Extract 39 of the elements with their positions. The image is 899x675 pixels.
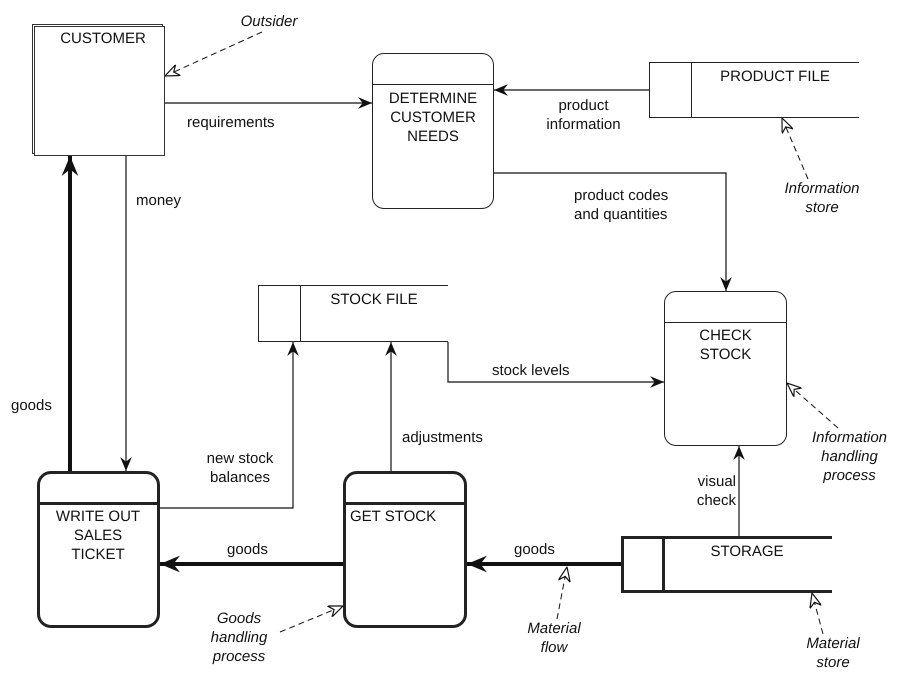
node-label: PRODUCT FILE	[719, 67, 831, 86]
annotation-text: Information store	[772, 179, 872, 219]
storage-box	[621, 536, 832, 593]
leader-line	[556, 566, 571, 620]
process-box	[372, 53, 494, 209]
process-box	[343, 471, 467, 628]
process-box	[664, 291, 787, 446]
arrow	[120, 156, 132, 471]
node-label: STORAGE	[709, 542, 785, 561]
node-label: CHECK STOCK	[698, 326, 753, 364]
node-label: STOCK FILE	[329, 290, 419, 309]
data-store-box	[258, 285, 448, 342]
arrow	[160, 342, 299, 509]
annotation-text: Material flow	[514, 619, 594, 659]
leader-line	[280, 605, 344, 632]
leader-line	[809, 592, 824, 634]
annotation-text: Material store	[790, 634, 876, 674]
process-box	[37, 471, 160, 628]
arrow	[733, 446, 745, 536]
thick-arrow	[467, 556, 621, 572]
arrow	[165, 97, 372, 109]
external-entity-box	[32, 24, 165, 156]
data-store-box	[649, 62, 859, 118]
node-label: GET STOCK	[350, 507, 438, 526]
thick-arrow	[160, 556, 343, 572]
annotation-text: Outsider	[230, 12, 308, 32]
node-label: CUSTOMER	[59, 29, 147, 48]
arrow	[494, 84, 649, 96]
arrow	[494, 172, 732, 291]
leader-line	[786, 382, 838, 428]
annotation-text: Information handling process	[800, 428, 899, 488]
leader-line	[164, 32, 262, 77]
arrow	[447, 342, 664, 388]
node-label: WRITE OUT SALES TICKET	[54, 507, 142, 564]
thick-arrow	[62, 156, 78, 471]
annotation-text: Goods handling process	[198, 609, 280, 669]
node-label: DETERMINE CUSTOMER NEEDS	[388, 89, 478, 146]
leader-line	[781, 117, 808, 180]
arrow	[385, 342, 397, 471]
